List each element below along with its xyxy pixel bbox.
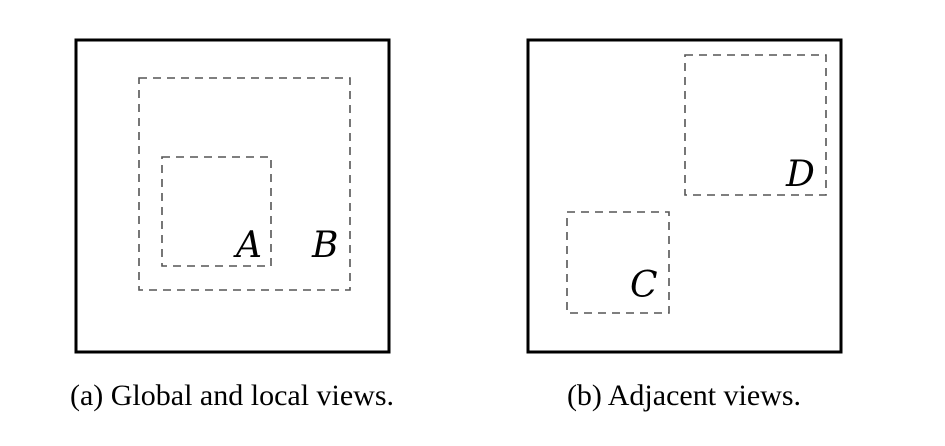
region-d-label: D [785, 154, 815, 195]
region-b-label: B [311, 225, 338, 266]
region-c-box [566, 211, 670, 314]
region-d-box [684, 54, 827, 196]
region-a-box [161, 156, 272, 267]
panel-b: D C (b) Adjacent views. [526, 38, 843, 412]
panel-a-frame [74, 38, 391, 354]
region-a-label: A [233, 225, 262, 266]
panel-a-caption: (a) Global and local views. [70, 379, 394, 412]
region-b-box [138, 77, 351, 291]
panel-b-frame [526, 38, 843, 354]
panel-b-caption: (b) Adjacent views. [567, 379, 801, 412]
panel-a: A B (a) Global and local views. [70, 38, 394, 412]
region-c-label: C [630, 265, 658, 306]
